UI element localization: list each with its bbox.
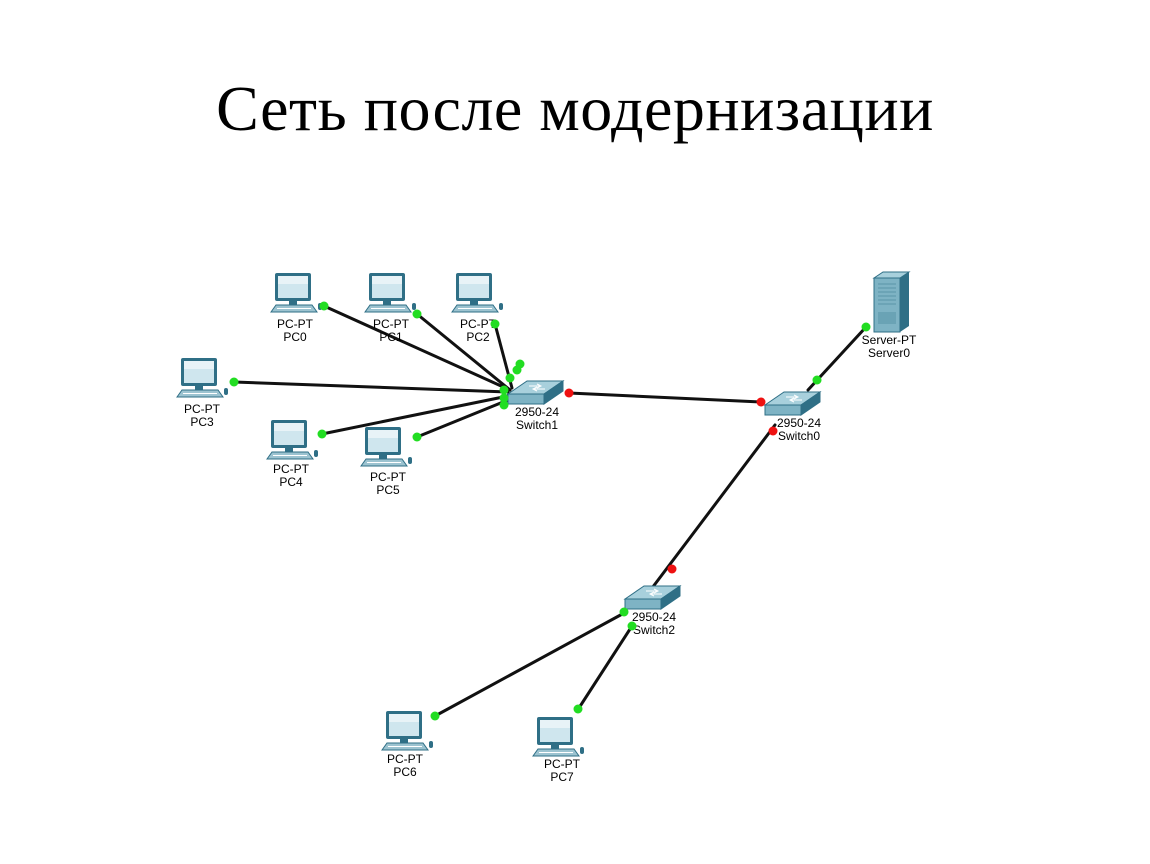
pc1-name-label: PC1 <box>379 330 403 344</box>
pc2-model-label: PC-PT <box>460 317 497 331</box>
port-up-pc0 <box>319 301 329 311</box>
pc0-model-label: PC-PT <box>277 317 314 331</box>
port-up-switch2 <box>619 607 629 617</box>
link-switch2-pc6 <box>433 610 628 718</box>
switch2-name-label: Switch2 <box>633 623 675 637</box>
switch-icon-switch1[interactable] <box>506 380 565 405</box>
switch2-model-label: 2950-24 <box>632 610 676 624</box>
pc-icon-pc4[interactable] <box>266 420 318 460</box>
port-up-switch1 <box>515 359 525 369</box>
pc-icon-pc3[interactable] <box>176 358 228 398</box>
pc4-model-label: PC-PT <box>273 462 310 476</box>
pc5-name-label: PC5 <box>376 483 400 497</box>
port-up-pc4 <box>317 429 327 439</box>
port-up-pc1 <box>412 309 422 319</box>
server0-model-label: Server-PT <box>862 333 917 347</box>
pc-icon-pc6[interactable] <box>381 711 433 751</box>
pc6-model-label: PC-PT <box>387 752 424 766</box>
link-pc5-switch1 <box>415 398 510 439</box>
switch0-model-label: 2950-24 <box>777 416 821 430</box>
port-down-switch2 <box>667 564 677 574</box>
server-icon-server0[interactable] <box>872 271 911 333</box>
port-up-pc2 <box>490 319 500 329</box>
page-title: Сеть после модернизации <box>216 73 934 144</box>
pc5-model-label: PC-PT <box>370 470 407 484</box>
pc0-name-label: PC0 <box>283 330 307 344</box>
pc-icon-pc1[interactable] <box>364 273 416 313</box>
port-up-switch1 <box>505 373 515 383</box>
switch-icon-switch2[interactable] <box>623 585 682 610</box>
pc-icon-pc2[interactable] <box>451 273 503 313</box>
switch1-name-label: Switch1 <box>516 418 558 432</box>
pc2-name-label: PC2 <box>466 330 490 344</box>
port-up-switch0 <box>812 375 822 385</box>
pc6-name-label: PC6 <box>393 765 417 779</box>
port-up-pc5 <box>412 432 422 442</box>
link-switch2-pc7 <box>575 624 634 713</box>
pc7-model-label: PC-PT <box>544 757 581 771</box>
link-pc0-switch1 <box>322 304 512 392</box>
port-down-switch0 <box>768 426 778 436</box>
port-down-switch1 <box>564 388 574 398</box>
pc-icon-pc7[interactable] <box>532 717 584 757</box>
pc4-name-label: PC4 <box>279 475 303 489</box>
pc-icon-pc0[interactable] <box>270 273 322 313</box>
port-up-pc3 <box>229 377 239 387</box>
pc1-model-label: PC-PT <box>373 317 410 331</box>
server0-name-label: Server0 <box>868 346 910 360</box>
port-up-server0 <box>861 322 871 332</box>
pc3-model-label: PC-PT <box>184 402 221 416</box>
pc3-name-label: PC3 <box>190 415 214 429</box>
switch-icon-switch0[interactable] <box>763 391 822 416</box>
port-up-switch1 <box>499 400 509 410</box>
switch0-name-label: Switch0 <box>778 429 820 443</box>
port-up-pc6 <box>430 711 440 721</box>
link-switch0-switch2 <box>638 423 777 606</box>
ports-layer <box>229 301 871 721</box>
link-pc3-switch1 <box>232 380 510 394</box>
port-down-switch0 <box>756 397 766 407</box>
port-up-switch1 <box>499 393 509 403</box>
devices-layer: PC-PTPC0PC-PTPC1PC-PTPC2PC-PTPC3PC-PTPC4… <box>176 271 917 784</box>
pc-icon-pc5[interactable] <box>360 427 412 467</box>
link-pc4-switch1 <box>320 394 510 436</box>
pc7-name-label: PC7 <box>550 770 574 784</box>
port-up-switch2 <box>627 621 637 631</box>
link-switch1-switch0 <box>567 391 763 404</box>
links-layer <box>232 304 868 718</box>
port-up-pc7 <box>573 704 583 714</box>
switch1-model-label: 2950-24 <box>515 405 559 419</box>
link-pc1-switch1 <box>415 312 512 392</box>
port-up-switch1 <box>499 385 509 395</box>
